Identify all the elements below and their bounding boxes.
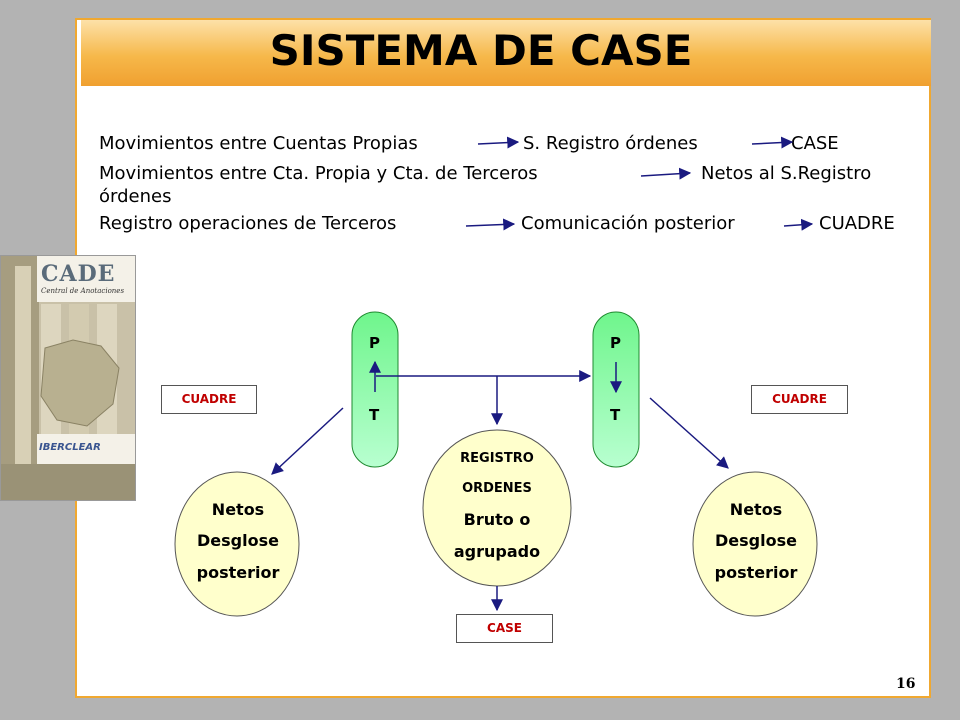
registro-line-4: agrupado xyxy=(453,542,541,561)
registro-line-3: Bruto o xyxy=(463,510,531,529)
slide-title: SISTEMA DE CASE xyxy=(269,26,693,75)
line3-arrow-1 xyxy=(465,218,516,231)
title-bar xyxy=(81,20,931,86)
line3-arrow-2 xyxy=(783,218,814,231)
right-diagonal-arrow xyxy=(649,397,729,469)
registro-line-1: REGISTRO xyxy=(460,451,534,466)
right-netos-ellipse xyxy=(692,471,818,617)
cuadre-box-left: CUADRE xyxy=(161,385,257,414)
line2-middle: Netos al S.Registro xyxy=(701,163,872,184)
logo-subtitle: Central de Anotaciones xyxy=(41,287,125,295)
right-netos-line-2: Desglose xyxy=(715,531,797,550)
line2-arrow xyxy=(640,167,692,180)
line1-middle: S. Registro órdenes xyxy=(523,133,698,154)
line3-source: Registro operaciones de Terceros xyxy=(99,213,397,234)
page-number: 16 xyxy=(896,676,916,692)
line1-arrow-2 xyxy=(751,136,794,149)
columns-map-image xyxy=(1,256,135,500)
left-cylinder-bottom-label: T xyxy=(369,406,380,424)
logo-name: CADE xyxy=(41,261,116,287)
left-diagonal-arrow xyxy=(271,407,344,475)
right-netos-line-1: Netos xyxy=(729,500,783,519)
line1-end: CASE xyxy=(791,133,839,154)
registro-line-2: ORDENES xyxy=(462,481,532,496)
line3-middle: Comunicación posterior xyxy=(521,213,735,234)
line3-end: CUADRE xyxy=(819,213,895,234)
line1-arrow-1 xyxy=(477,136,520,149)
case-box: CASE xyxy=(456,614,553,643)
right-cylinder-bottom-label: T xyxy=(610,406,621,424)
left-netos-ellipse xyxy=(174,471,300,617)
line2-source: Movimientos entre Cta. Propia y Cta. de … xyxy=(99,163,538,184)
left-cylinder-top-label: P xyxy=(369,334,380,352)
line1-source: Movimientos entre Cuentas Propias xyxy=(99,133,418,154)
line2-wrap: órdenes xyxy=(99,186,172,207)
right-cylinder-top-label: P xyxy=(610,334,621,352)
left-netos-line-3: posterior xyxy=(196,563,280,582)
left-netos-line-1: Netos xyxy=(211,500,265,519)
cade-logo: CADE Central de Anotaciones IBERCLEAR xyxy=(0,255,136,501)
right-netos-line-3: posterior xyxy=(714,563,798,582)
logo-partner: IBERCLEAR xyxy=(39,442,101,453)
cuadre-box-right: CUADRE xyxy=(751,385,848,414)
left-netos-line-2: Desglose xyxy=(197,531,279,550)
